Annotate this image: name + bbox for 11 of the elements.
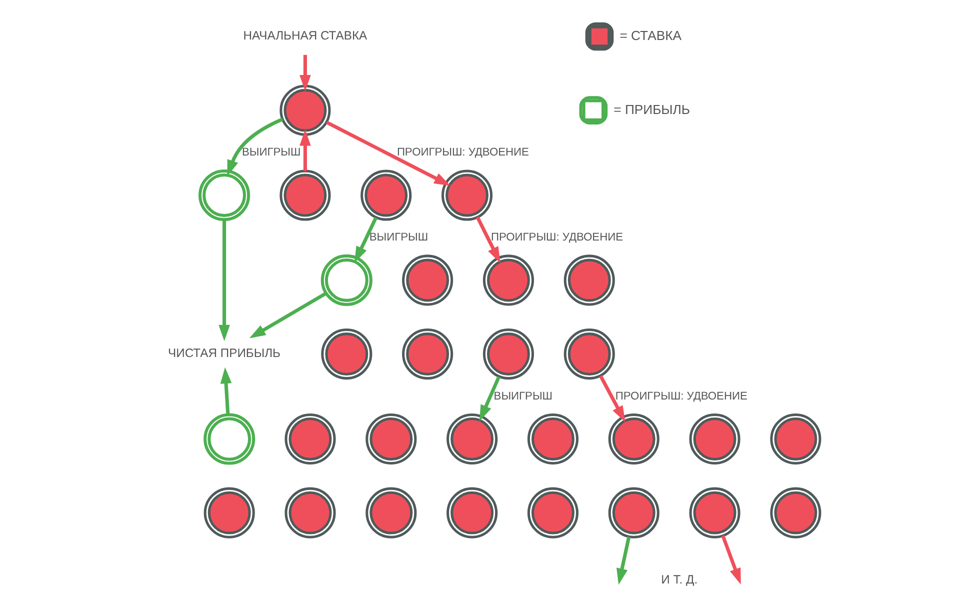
edge-label: ПРОИГРЫШ: УДВОЕНИЕ: [491, 232, 624, 244]
node-text: ЧИСТАЯ ПРИБЫЛЬ: [168, 346, 281, 360]
node-text: НАЧАЛЬНАЯ СТАВКА: [243, 28, 368, 43]
edge-label: ПРОИГРЫШ: УДВОЕНИЕ: [396, 146, 529, 159]
edge-label: ВЫИГРЫШ: [494, 390, 552, 402]
edge-label: ВЫИГРЫШ: [369, 232, 428, 244]
legend-label: = СТАВКА: [620, 28, 682, 43]
edge-label: ПРОИГРЫШ: УДВОЕНИЕ: [615, 390, 748, 402]
label: И Т. Д.: [661, 572, 698, 587]
edge-label: ВЫИГРЫШ: [242, 146, 301, 159]
legend-label: = ПРИБЫЛЬ: [614, 102, 690, 117]
